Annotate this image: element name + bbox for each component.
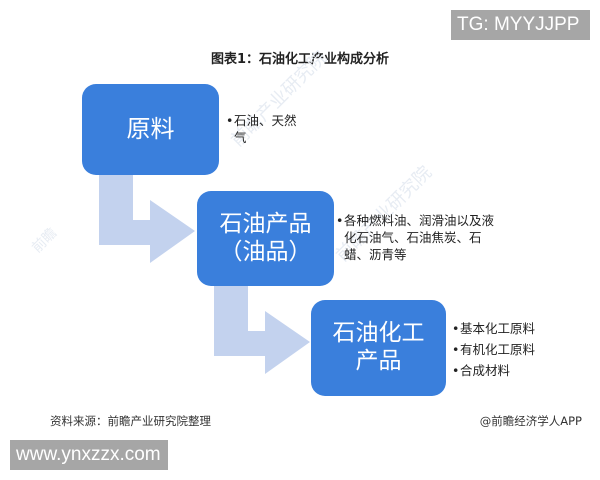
bullet-item: 合成材料 [452,360,562,381]
stage-label: 产品 [355,348,402,374]
stage-label: （油品） [219,238,312,265]
credit-note: @前瞻经济学人APP [479,414,582,428]
bullet-item: 基本化工原料 [452,318,562,339]
bullet-item: 各种燃料油、润滑油以及液化石油气、石油焦炭、石蜡、沥青等 [336,212,496,263]
stage-1-items: 石油、天然气 [226,112,308,146]
stage-label: 原料 [126,115,175,144]
stage-label: 石油化工 [332,320,425,347]
chart-title: 图表1：石油化工产业构成分析 [210,52,390,67]
tg-watermark-badge: TG: MYYJJPP [451,10,590,40]
url-watermark-badge: www.ynxzzx.com [10,440,168,470]
arrow-icon [214,286,310,374]
stage-box-petroleum-products: 石油产品 （油品） [197,191,334,286]
stage-2-items: 各种燃料油、润滑油以及液化石油气、石油焦炭、石蜡、沥青等 [336,212,496,263]
source-note: 资料来源：前瞻产业研究院整理 [50,414,211,428]
bullet-item: 石油、天然气 [226,112,308,146]
arrow-icon [99,175,195,263]
stage-label: 石油产品 [219,210,312,237]
stage-box-petrochemical-products: 石油化工 产品 [311,300,446,396]
stage-3-items: 基本化工原料 有机化工原料 合成材料 [452,318,562,381]
bullet-item: 有机化工原料 [452,339,562,360]
stage-box-raw-materials: 原料 [82,84,219,175]
faint-watermark: 前瞻 [29,225,61,257]
